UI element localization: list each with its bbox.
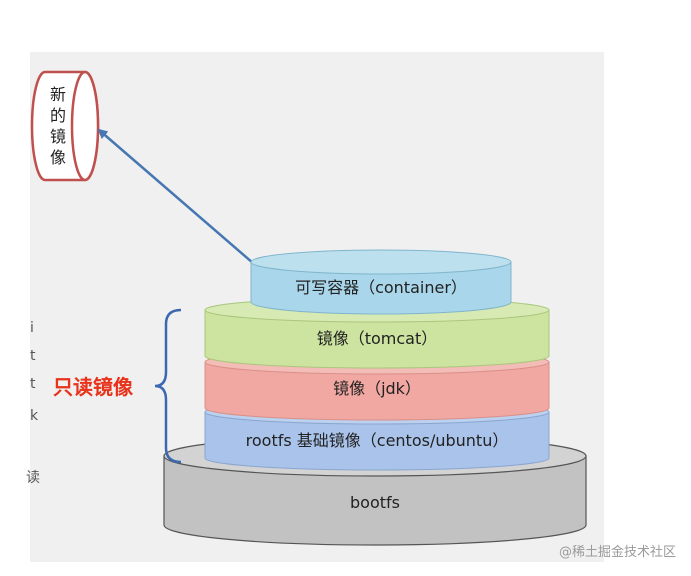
layer-tomcat-label: 镜像（tomcat） bbox=[317, 329, 438, 348]
edge-char: k bbox=[30, 408, 39, 424]
new-image-cylinder: 新 的 镜 像 bbox=[30, 70, 100, 182]
edge-char: t bbox=[30, 376, 36, 392]
layer-container-label: 可写容器（container） bbox=[295, 278, 467, 297]
new-image-label-char: 像 bbox=[50, 148, 66, 167]
edge-char: 读 bbox=[26, 469, 40, 486]
layer-jdk-label: 镜像（jdk） bbox=[333, 379, 421, 398]
layer-bootfs-body bbox=[163, 455, 587, 546]
layer-bootfs-label: bootfs bbox=[350, 493, 400, 512]
new-image-label-char: 的 bbox=[50, 106, 66, 125]
edge-char: i bbox=[30, 320, 34, 336]
layer-container-top bbox=[250, 249, 512, 275]
layer-jdk-body bbox=[204, 361, 550, 421]
new-image-label-char: 新 bbox=[50, 85, 66, 104]
edge-char: t bbox=[30, 348, 36, 364]
layer-tomcat-body bbox=[204, 309, 550, 369]
commit-arrow bbox=[97, 128, 269, 277]
layer-container-body bbox=[250, 261, 512, 315]
readonly-images-label: 只读镜像 bbox=[53, 375, 134, 399]
new-image-label-char: 镜 bbox=[50, 127, 66, 146]
layer-rootfs-label: rootfs 基础镜像（centos/ubuntu） bbox=[246, 431, 509, 450]
left-edge-text: i t t k 读 bbox=[26, 320, 40, 486]
layer-rootfs-body bbox=[204, 411, 550, 471]
readonly-brace bbox=[154, 308, 182, 464]
watermark: @稀土掘金技术社区 bbox=[559, 544, 676, 560]
layer-container: 可写容器（container） bbox=[250, 249, 512, 315]
new-image-cylinder-end bbox=[70, 70, 100, 182]
